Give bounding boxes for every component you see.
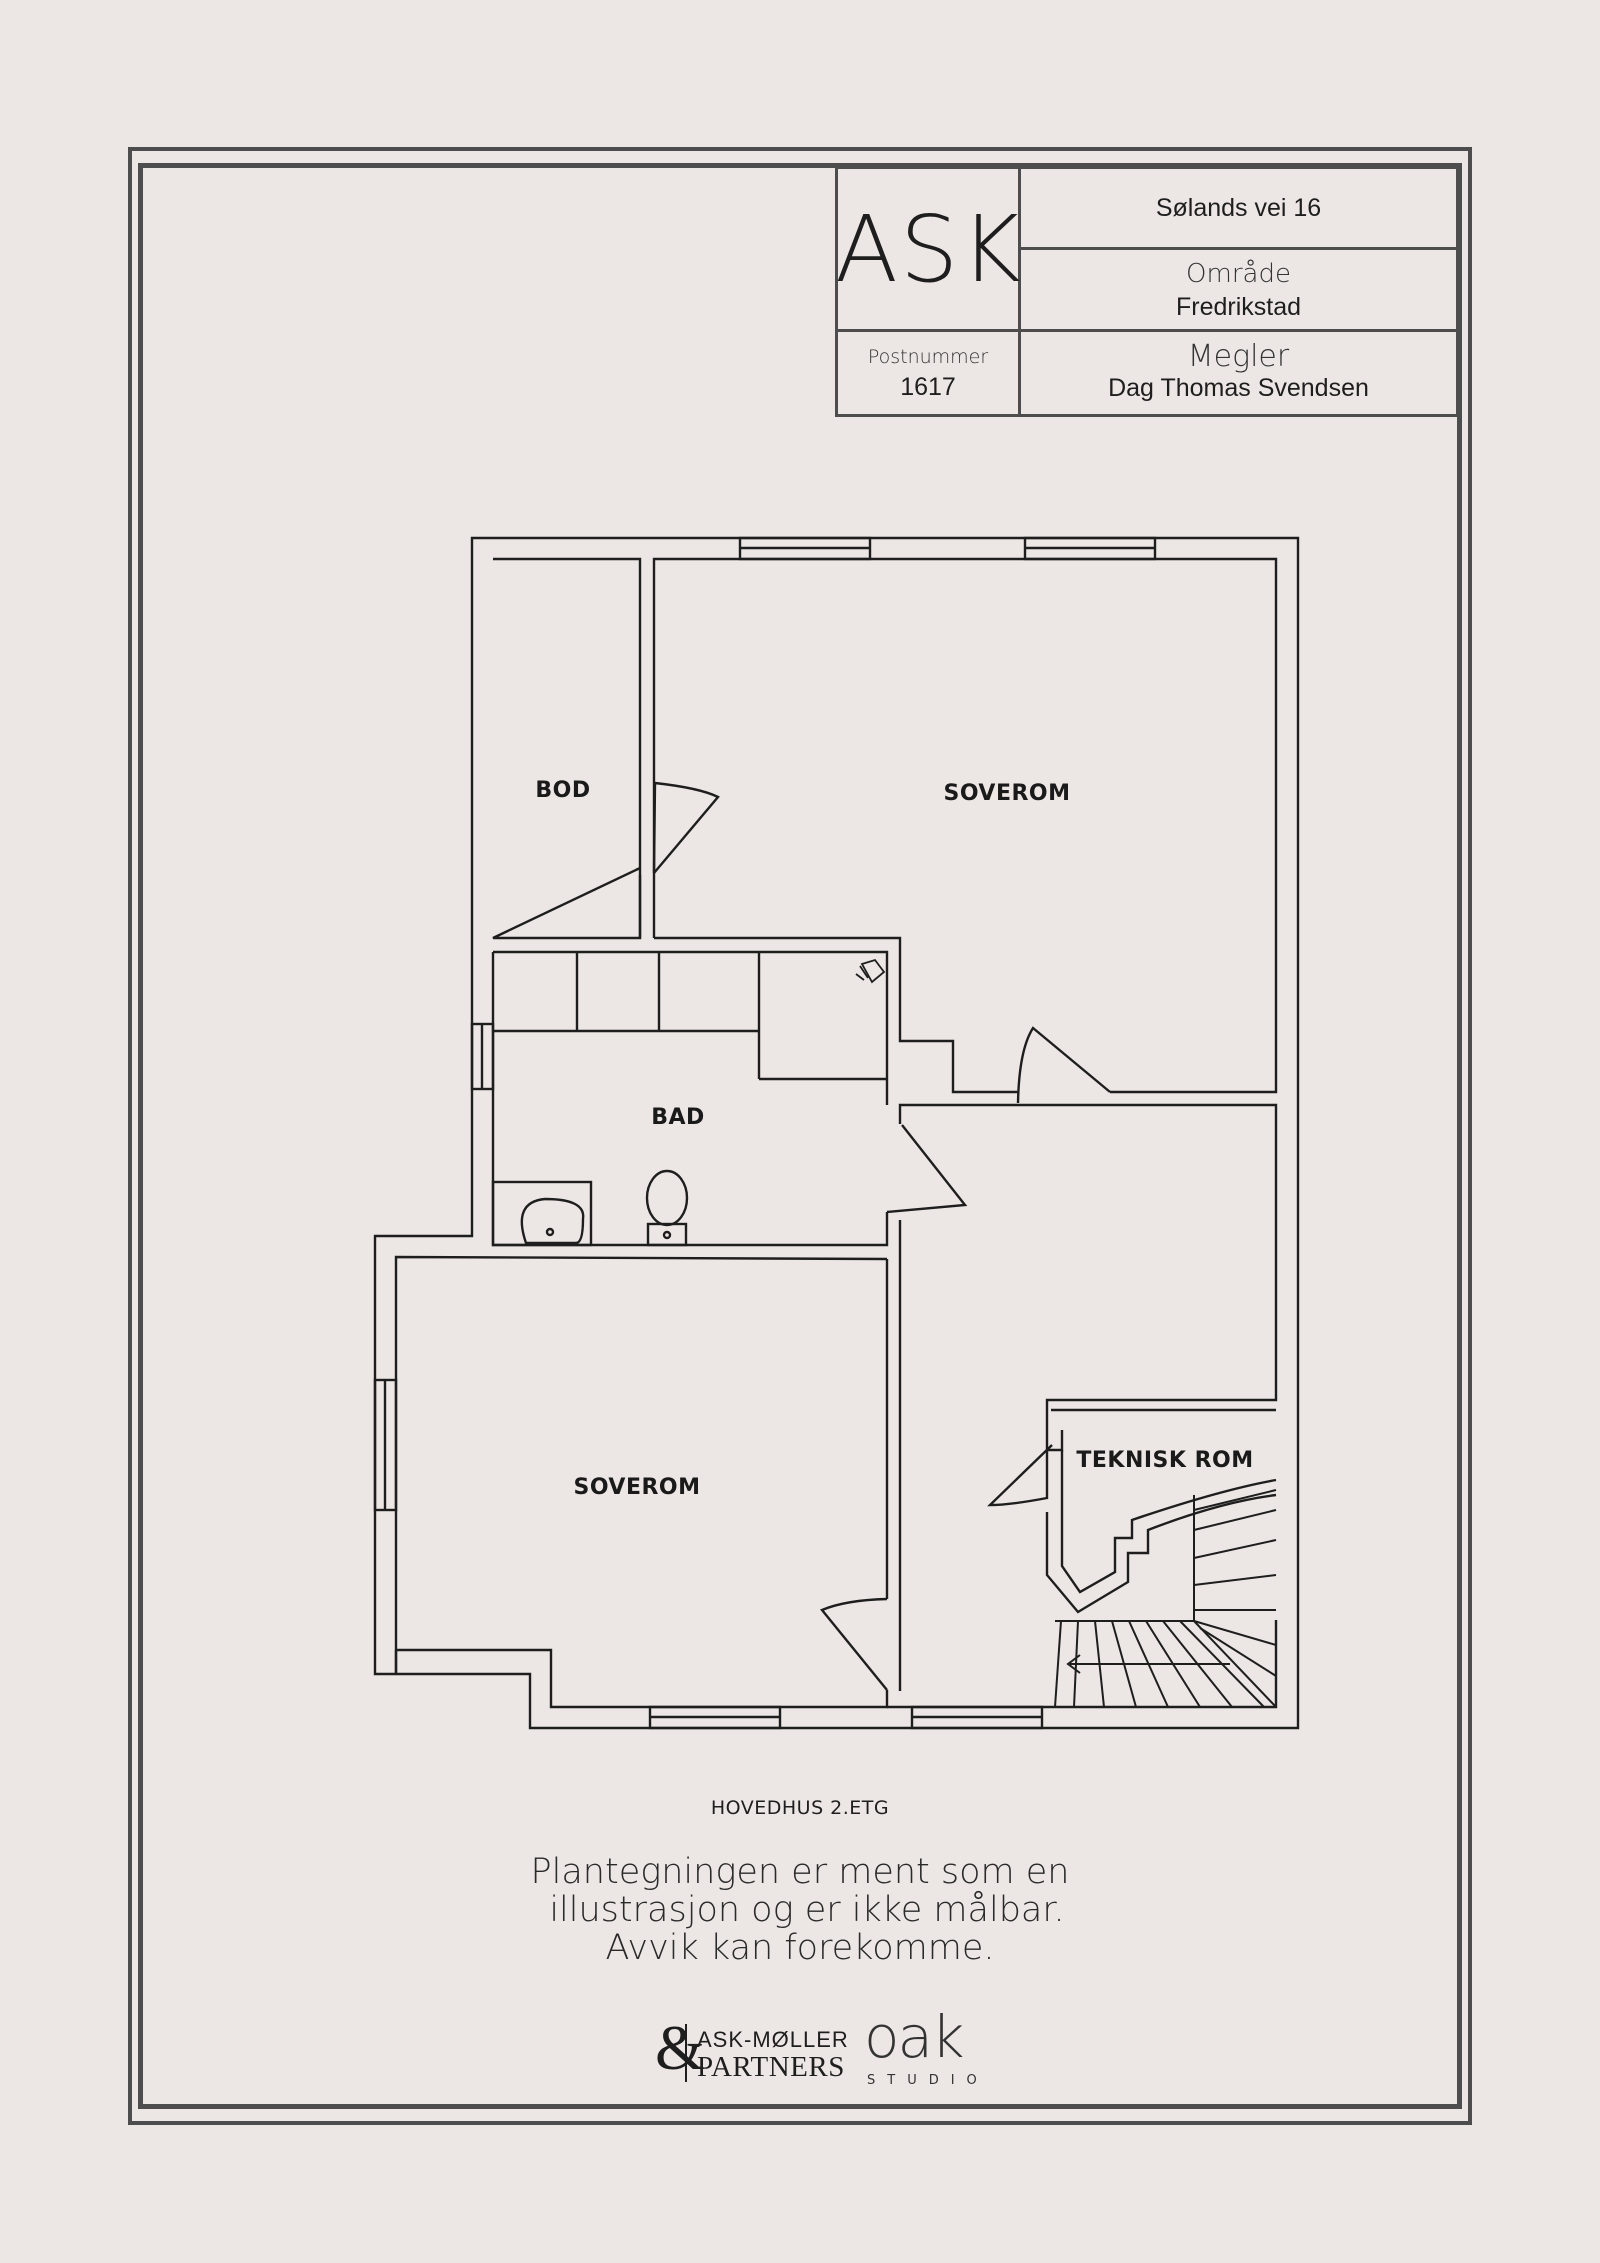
soverom-top-outline [652, 557, 1278, 1094]
room-label-soverom-top: SOVEROM [943, 781, 1070, 806]
bod-room-outline [492, 557, 642, 940]
soverom-top-bottom-wall [654, 936, 1018, 1094]
room-label-teknisk-rom: TEKNISK ROM [1076, 1448, 1253, 1473]
disclaimer-line-3: Avvik kan forekomme. [605, 1928, 995, 1968]
toilet-icon [645, 1169, 689, 1247]
teknisk-rom-outer-wall [1045, 1493, 1277, 1614]
partners-line-2: PARTNERS [697, 2051, 845, 2083]
bad-top-wall [493, 950, 889, 1105]
outer-wall [373, 536, 1300, 1730]
outer-frame [128, 147, 1472, 2125]
inner-frame [138, 163, 1462, 2109]
room-label-bad: BAD [651, 1105, 705, 1130]
postal-value: 1617 [900, 373, 956, 401]
floor-label: HOVEDHUS 2.ETG [710, 1797, 890, 1819]
area-label: Område [1186, 259, 1291, 289]
soverom-bottom-floor-wall [396, 1648, 889, 1709]
bod-door [652, 781, 720, 874]
disclaimer-line-1: Plantegningen er ment som en [530, 1852, 1070, 1892]
address-value: Sølands vei 16 [1155, 194, 1322, 222]
partners-line-1: ASK-MØLLER [697, 2027, 849, 2052]
top-windows [738, 536, 1157, 561]
disclaimer: Plantegningen er ment som en illustrasjo… [0, 1853, 1600, 1967]
broker-cell [1018, 329, 1459, 417]
soverom-bottom-door [820, 1597, 888, 1691]
broker-label: Megler [1187, 339, 1290, 374]
outer-wall-outline [373, 536, 1300, 1730]
staircase [1054, 1489, 1277, 1708]
soverom-top-door [1016, 1026, 1111, 1104]
studio-wordmark: STUDIO [867, 2073, 989, 2088]
ampersand-mark: & [655, 2012, 705, 2083]
soverom-bottom-top-wall [394, 1255, 888, 1674]
broker-value: Dag Thomas Svendsen [1108, 374, 1369, 402]
room-label-soverom-bottom: SOVEROM [573, 1475, 700, 1500]
corridor-right-wall [898, 1103, 1278, 1430]
area-value: Fredrikstad [1175, 293, 1302, 321]
teknisk-rom-door [987, 1444, 1053, 1507]
postal-label: Postnummer [867, 346, 989, 368]
logo-divider [685, 2024, 687, 2082]
teknisk-rom-inner-wall [1060, 1450, 1277, 1594]
oak-wordmark: oak [864, 2003, 965, 2071]
sink-icon [491, 1180, 593, 1247]
room-label-bod: BOD [535, 778, 590, 803]
ask-logo: ASK [835, 196, 1023, 303]
bad-door [886, 1124, 968, 1214]
disclaimer-line-2: illustrasjon og er ikke målbar. [549, 1890, 1065, 1930]
shower-icon [855, 958, 886, 984]
bad-outline [491, 952, 889, 1247]
